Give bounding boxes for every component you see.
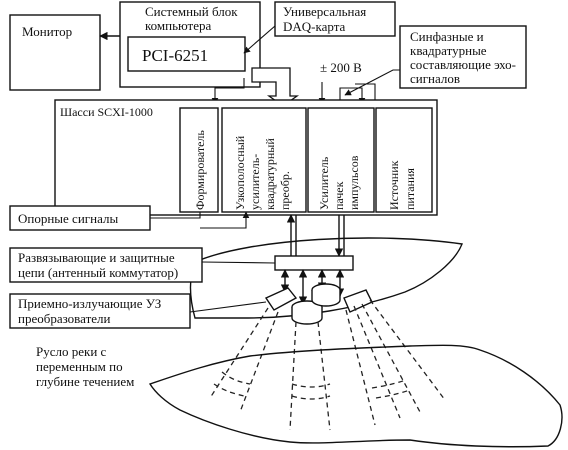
- beam-2b: [317, 321, 331, 431]
- decoupling-pointer: [201, 261, 276, 264]
- beam-4a: [361, 303, 421, 413]
- sample-volumes: [213, 371, 411, 400]
- decoupling-callout: Развязывающие и защитные цепи (антенный …: [9, 247, 203, 283]
- acoustic-beams: [209, 299, 446, 431]
- reference-signals-callout: Опорные сигналы: [9, 205, 151, 231]
- narrowband-label-2: усилитель-: [248, 154, 262, 210]
- bus-line-power: [355, 83, 376, 104]
- monitor-block: Монитор: [9, 14, 101, 91]
- decoupling-label-1: Развязывающие и защитные: [18, 250, 175, 265]
- burst-amp-label-3: импульсов: [347, 155, 361, 210]
- daq-label-1: Универсальная: [283, 4, 366, 19]
- narrowband-label-4: преобр.: [278, 171, 292, 210]
- sync-label-3: составляющие эхо-: [410, 57, 516, 72]
- sync-pointer: [344, 69, 400, 96]
- volume-1-top: [221, 371, 251, 385]
- daq-card-callout: Универсальная DAQ-карта: [243, 1, 396, 54]
- power-label-2: питания: [403, 168, 417, 210]
- riverbed-outline: [148, 344, 563, 448]
- beam-1b: [239, 311, 279, 413]
- sync-label-2: квадратурные: [410, 43, 487, 58]
- transducers-label-2: преобразователи: [18, 311, 111, 326]
- burst-amp-module: Усилитель пачек импульсов: [307, 107, 375, 213]
- volume-2-bottom: [291, 395, 331, 400]
- system-unit-label-1: Системный блок: [145, 4, 238, 19]
- burst-amp-label-2: пачек: [332, 181, 346, 210]
- daq-pointer: [243, 25, 276, 54]
- riverbed-label-1: Русло реки с: [36, 344, 107, 359]
- reference-link-1: [150, 212, 201, 219]
- riverbed-label: Русло реки с переменным по глубине течен…: [36, 344, 134, 389]
- former-label: Формирователь: [193, 130, 207, 210]
- power-label-1: Источник: [387, 160, 401, 210]
- volume-2-top: [291, 383, 331, 388]
- pci-card-block: [127, 36, 246, 72]
- narrowband-amp-module: Узкополосный усилитель- квадратурный пре…: [221, 107, 307, 213]
- beam-2a: [289, 321, 297, 431]
- chassis-label: Шасси SCXI-1000: [60, 105, 153, 119]
- bus-line-former: [211, 78, 245, 105]
- reference-label: Опорные сигналы: [18, 211, 118, 226]
- monitor-label: Монитор: [22, 24, 72, 39]
- daq-label-2: DAQ-карта: [283, 19, 346, 34]
- reference-link-2: [200, 211, 250, 229]
- voltage-label: ± 200 В: [320, 60, 362, 75]
- echo-components-callout: Синфазные и квадратурные составляющие эх…: [344, 25, 527, 96]
- system-unit-block: Системный блок компьютера PCI-6251: [119, 1, 261, 88]
- beam-4b: [369, 299, 446, 401]
- decoupling-label-2: цепи (антенный коммутатор): [18, 265, 178, 280]
- bus-line-amp-2: [339, 87, 366, 105]
- riverbed-label-3: глубине течением: [36, 374, 134, 389]
- transducer-4: [343, 289, 373, 313]
- volume-3-bottom: [375, 389, 411, 399]
- narrowband-label-3: квадратурный: [263, 138, 277, 210]
- beam-3a: [345, 309, 376, 426]
- beam-3b: [353, 305, 401, 419]
- sync-label-1: Синфазные и: [410, 29, 484, 44]
- burst-amp-label-1: Усилитель: [317, 156, 331, 210]
- power-supply-module: Источник питания: [375, 107, 433, 213]
- transducers-label-1: Приемно-излучающие УЗ: [18, 296, 161, 311]
- riverbed-label-2: переменным по: [36, 359, 123, 374]
- volume-3-top: [371, 379, 407, 389]
- system-unit-label-2: компьютера: [145, 18, 212, 33]
- pci-card-label: PCI-6251: [142, 46, 208, 65]
- vessel-hull: [189, 237, 463, 319]
- antenna-switch-block: [274, 255, 354, 271]
- transducers-callout: Приемно-излучающие УЗ преобразователи: [9, 293, 191, 329]
- sync-label-4: сигналов: [410, 71, 460, 86]
- volume-1-bottom: [213, 383, 245, 397]
- transducers-pointer: [189, 301, 267, 313]
- beam-1a: [209, 307, 269, 399]
- former-module: Формирователь: [179, 107, 219, 213]
- transducer-array: [264, 283, 373, 325]
- transducer-1: [264, 287, 298, 311]
- narrowband-label-1: Узкополосный: [233, 135, 247, 210]
